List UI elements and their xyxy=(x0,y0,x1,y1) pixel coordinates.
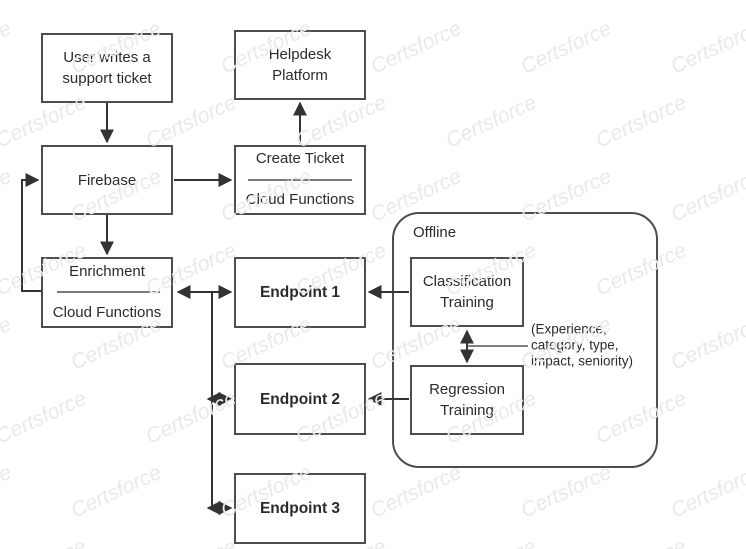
node-regression-training: Regression Training xyxy=(410,365,524,435)
node-firebase: Firebase xyxy=(41,145,173,215)
node-endpoint-2-label: Endpoint 2 xyxy=(260,391,340,408)
node-user-writes-ticket-line-2: support ticket xyxy=(62,70,152,87)
node-create-ticket: Create Ticket Cloud Functions xyxy=(234,145,366,215)
node-user-writes-ticket-box xyxy=(41,33,173,103)
node-endpoint-3: Endpoint 3 xyxy=(234,473,366,544)
node-helpdesk-platform-line-1: Helpdesk xyxy=(269,46,332,63)
node-classification-training: Classification Training xyxy=(410,257,524,327)
node-user-writes-ticket: User writes a support ticket xyxy=(41,33,173,103)
node-endpoint-3-label: Endpoint 3 xyxy=(260,500,340,517)
node-firebase-box xyxy=(41,145,173,215)
node-classification-training-box xyxy=(410,257,524,327)
feature-annotation-line-1: (Experience, xyxy=(531,322,607,337)
feature-annotation-line-3: impact, seniority) xyxy=(531,354,633,369)
feature-annotation-line-2: category, type, xyxy=(531,338,619,353)
node-helpdesk-platform-line-2: Platform xyxy=(272,67,328,84)
node-helpdesk-platform: Helpdesk Platform xyxy=(234,30,366,100)
offline-group-label: Offline xyxy=(413,224,456,241)
offline-group: Offline xyxy=(392,212,658,468)
node-user-writes-ticket-line-1: User writes a xyxy=(63,49,151,66)
feature-annotation: (Experience, category, type, impact, sen… xyxy=(531,322,633,369)
node-firebase-label: Firebase xyxy=(78,172,136,189)
node-create-ticket-title: Create Ticket xyxy=(256,150,345,167)
connectors xyxy=(21,101,528,515)
offline-group-border xyxy=(392,212,658,468)
node-regression-training-line-1: Regression xyxy=(429,381,505,398)
node-endpoint-1: Endpoint 1 xyxy=(234,257,366,328)
node-helpdesk-platform-box xyxy=(234,30,366,100)
node-create-ticket-subtitle: Cloud Functions xyxy=(246,191,354,208)
node-enrichment: Enrichment Cloud Functions xyxy=(41,257,173,328)
node-classification-training-line-1: Classification xyxy=(423,273,511,290)
node-enrichment-subtitle: Cloud Functions xyxy=(53,304,161,321)
node-endpoint-2-box xyxy=(234,363,366,435)
node-endpoint-1-label: Endpoint 1 xyxy=(260,284,340,301)
node-enrichment-title: Enrichment xyxy=(69,263,146,280)
node-regression-training-line-2: Training xyxy=(440,402,494,419)
node-endpoint-3-box xyxy=(234,473,366,544)
node-endpoint-2: Endpoint 2 xyxy=(234,363,366,435)
edge-enrichment-to-firebase-feedback xyxy=(21,173,42,292)
node-endpoint-1-box xyxy=(234,257,366,328)
node-regression-training-box xyxy=(410,365,524,435)
node-classification-training-line-2: Training xyxy=(440,294,494,311)
